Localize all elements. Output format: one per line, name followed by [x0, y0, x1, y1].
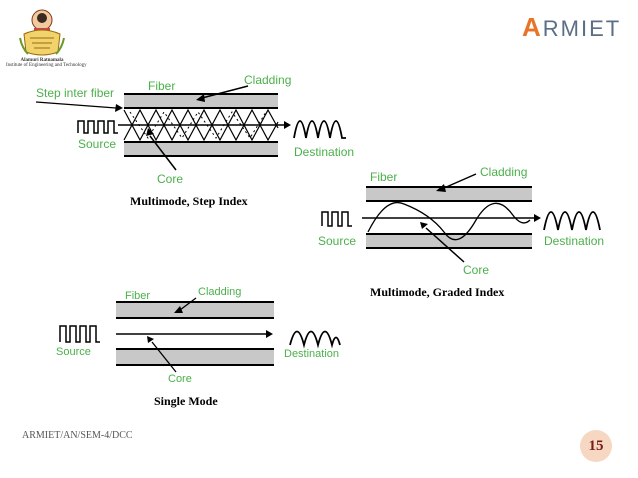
- graded-cladding-top: [366, 187, 532, 201]
- step-core-pointer: [149, 135, 177, 171]
- single-core-pointer: [151, 341, 177, 373]
- step-destination-label: Destination: [294, 145, 355, 159]
- institute-logo: Alamuri Ratnamala Institute of Engineeri…: [6, 8, 87, 68]
- step-inter-fiber-label: Step inter fiber: [36, 86, 115, 100]
- brand-logo: ARMIET: [522, 12, 621, 43]
- single-cladding-top: [116, 302, 274, 318]
- step-destination-wave-icon: [293, 120, 346, 139]
- single-source-pulse-icon: [59, 325, 100, 343]
- footer-course-code: ARMIET/AN/SEM-4/DCC: [22, 430, 133, 441]
- logo-seal-icon: [19, 9, 65, 56]
- graded-sine-ray: [367, 202, 531, 241]
- step-caption: Multimode, Step Index: [130, 194, 248, 208]
- institute-name-line1: Alamuri Ratnamala: [20, 58, 64, 63]
- graded-cladding-label: Cladding: [480, 165, 528, 179]
- single-cladding-pointer: [179, 297, 197, 311]
- institute-name-line2: Institute of Engineering and Technology: [6, 63, 87, 68]
- step-source-label: Source: [78, 137, 117, 151]
- single-cladding-label: Cladding: [198, 286, 242, 298]
- graded-destination-wave-icon: [543, 211, 601, 231]
- brand-rest: RMIET: [542, 16, 622, 41]
- graded-core-label: Core: [463, 263, 490, 277]
- single-core-label: Core: [168, 373, 192, 385]
- single-cladding-bottom: [116, 349, 274, 365]
- graded-source-label: Source: [318, 234, 357, 248]
- graded-core-pointer: [425, 227, 465, 263]
- step-source-pulse-icon: [77, 120, 118, 134]
- single-fiber-label: Fiber: [125, 290, 151, 302]
- step-fiber-label: Fiber: [148, 79, 176, 93]
- graded-fiber-label: Fiber: [370, 170, 398, 184]
- graded-destination-label: Destination: [544, 234, 605, 248]
- single-caption: Single Mode: [154, 394, 218, 408]
- single-source-label: Source: [56, 346, 91, 358]
- step-label-arrow: [35, 101, 117, 109]
- graded-cladding-bottom: [366, 234, 532, 248]
- graded-cladding-pointer: [443, 173, 477, 189]
- graded-caption: Multimode, Graded Index: [370, 285, 505, 299]
- page-number-badge: 15: [580, 430, 612, 462]
- graded-source-pulse-icon: [321, 211, 352, 227]
- single-destination-wave-icon: [289, 330, 341, 349]
- brand-initial: A: [522, 12, 543, 42]
- step-cladding-label: Cladding: [244, 73, 292, 87]
- step-core-label: Core: [157, 172, 184, 186]
- single-destination-label: Destination: [284, 348, 340, 360]
- step-cladding-pointer: [201, 85, 249, 99]
- step-zigzag-ray: [123, 108, 279, 142]
